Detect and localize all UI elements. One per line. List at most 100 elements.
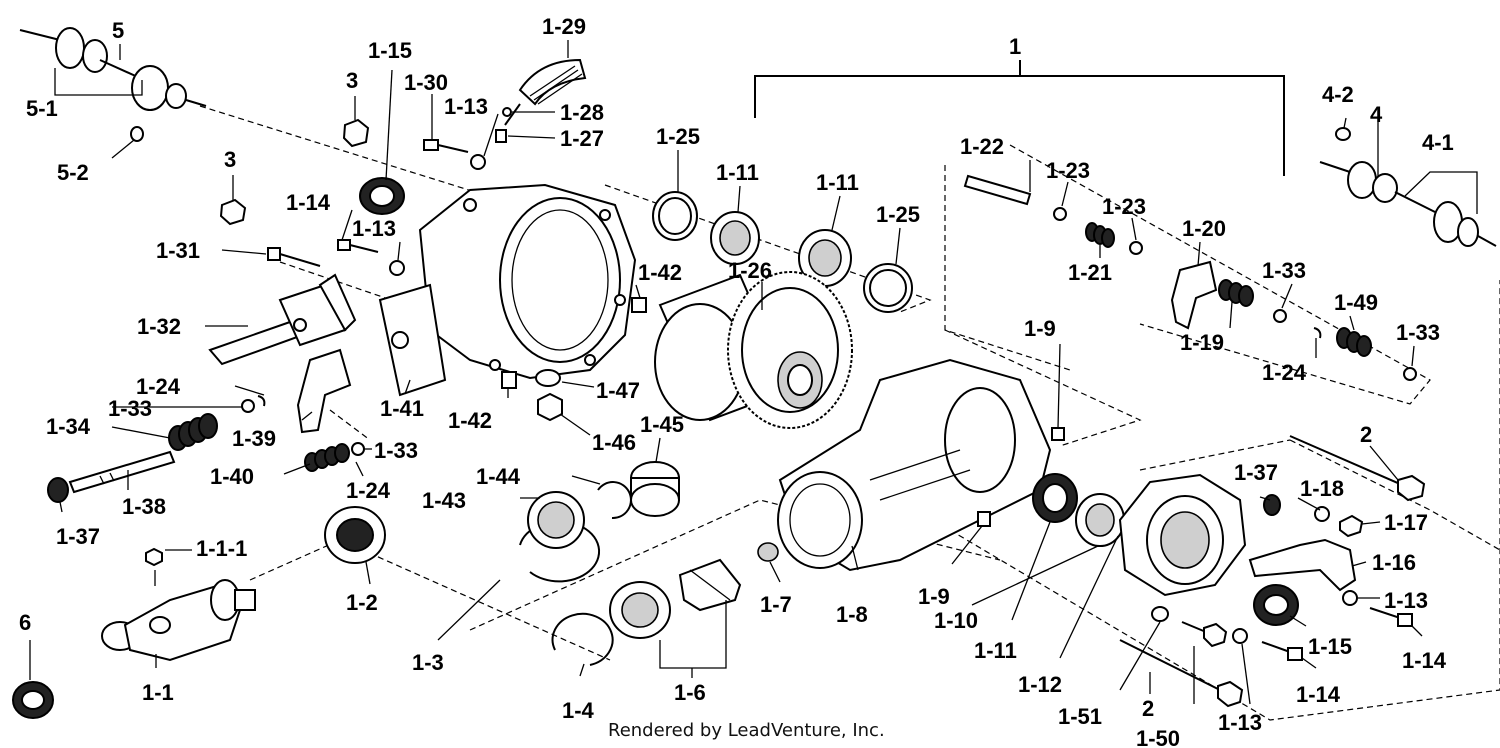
circlip-1-44 bbox=[597, 481, 632, 520]
callout-1-9-upper: 1-9 bbox=[1024, 316, 1056, 341]
callout-5-2: 5-2 bbox=[57, 160, 89, 185]
callout-1-41: 1-41 bbox=[380, 396, 424, 421]
callout-1-9-lower: 1-9 bbox=[918, 584, 950, 609]
bearing-1-6 bbox=[609, 581, 671, 639]
callout-1-51: 1-51 bbox=[1058, 704, 1102, 729]
drive-shaft-4 bbox=[1319, 161, 1497, 247]
seal-1-37-left bbox=[47, 477, 69, 503]
oil-seal-1-2 bbox=[324, 506, 386, 564]
shift-shaft-1-38 bbox=[68, 450, 176, 494]
dowel-pin-1-42-upper bbox=[631, 297, 647, 313]
oil-seal-1-15-upper bbox=[359, 177, 405, 215]
bolt-1-17 bbox=[1339, 514, 1364, 538]
washer-1-13-upper bbox=[470, 154, 486, 170]
callout-1-23-upper: 1-23 bbox=[1046, 158, 1090, 183]
callout-5-1: 5-1 bbox=[26, 96, 58, 121]
callout-1-24-right: 1-24 bbox=[1262, 360, 1307, 385]
callout-4-1: 4-1 bbox=[1422, 130, 1454, 155]
callout-1-13-left: 1-13 bbox=[352, 216, 396, 241]
callout-1-25-right: 1-25 bbox=[876, 202, 920, 227]
callout-1-19: 1-19 bbox=[1180, 330, 1224, 355]
spring-1-19 bbox=[1218, 279, 1254, 307]
bolt-1-14-lower bbox=[1261, 641, 1303, 661]
bolt-1-14-right bbox=[1369, 607, 1413, 627]
housing-cover-1-12 bbox=[1118, 473, 1247, 597]
nut-1-1-1 bbox=[145, 547, 163, 567]
callout-1-13-right: 1-13 bbox=[1384, 588, 1428, 613]
callout-1-31: 1-31 bbox=[156, 238, 200, 263]
callout-1-49: 1-49 bbox=[1334, 290, 1378, 315]
spring-1-21 bbox=[1085, 222, 1115, 248]
bearing-1-7 bbox=[757, 542, 779, 562]
shift-shaft-1-22 bbox=[963, 174, 1032, 206]
nut-3-lower bbox=[219, 198, 247, 226]
needle-bearing-1-45 bbox=[630, 461, 680, 517]
callout-1-33-right-upper: 1-33 bbox=[1262, 258, 1306, 283]
bearing-1-11-lower bbox=[1075, 493, 1125, 547]
yoke-1-1 bbox=[101, 579, 256, 662]
callout-1-39: 1-39 bbox=[232, 426, 276, 451]
callout-1-6: 1-6 bbox=[674, 680, 706, 705]
callout-1-1-1: 1-1-1 bbox=[196, 536, 247, 561]
callout-1-42-upper: 1-42 bbox=[638, 260, 682, 285]
callout-1-34: 1-34 bbox=[46, 414, 91, 439]
bolt-1-31 bbox=[267, 247, 321, 267]
bolt-1-14-upper bbox=[337, 239, 379, 253]
bolt-1-30 bbox=[423, 139, 469, 153]
callout-1-14-right: 1-14 bbox=[1402, 648, 1447, 673]
callout-1-11-left: 1-11 bbox=[716, 160, 759, 185]
washer-1-33-lower bbox=[1403, 367, 1417, 381]
callout-1-46: 1-46 bbox=[592, 430, 636, 455]
clip-1-28 bbox=[502, 107, 512, 117]
callout-1-33-mid: 1-33 bbox=[374, 438, 418, 463]
callout-1-1: 1-1 bbox=[142, 680, 174, 705]
callout-1-47: 1-47 bbox=[596, 378, 640, 403]
washer-1-51 bbox=[1151, 606, 1169, 622]
callout-1-16: 1-16 bbox=[1372, 550, 1416, 575]
callout-1-44: 1-44 bbox=[476, 464, 521, 489]
callout-1-20: 1-20 bbox=[1182, 216, 1226, 241]
callout-1-33-right-lower: 1-33 bbox=[1396, 320, 1440, 345]
bearing-1-11-right bbox=[798, 229, 852, 287]
callout-1-30: 1-30 bbox=[404, 70, 448, 95]
callout-1-32: 1-32 bbox=[137, 314, 181, 339]
breather-hose-1-29 bbox=[504, 58, 587, 126]
washer-1-13-left bbox=[389, 260, 405, 276]
callout-1-13-upper: 1-13 bbox=[444, 94, 488, 119]
callout-1-24-mid: 1-24 bbox=[346, 478, 391, 503]
callout-6: 6 bbox=[19, 610, 31, 635]
callout-1-11-lower: 1-11 bbox=[974, 638, 1017, 663]
drain-plug-1-46 bbox=[537, 392, 563, 422]
callout-1-15-upper: 1-15 bbox=[368, 38, 412, 63]
callout-1-28: 1-28 bbox=[560, 100, 604, 125]
dowel-pin-1-42-lower bbox=[501, 371, 517, 389]
circlip-1-24-left bbox=[257, 395, 266, 407]
callout-1-21: 1-21 bbox=[1068, 260, 1112, 285]
callout-1-15-lower: 1-15 bbox=[1308, 634, 1352, 659]
dowel-pin-1-9-lower bbox=[977, 511, 991, 527]
bearing-1-10 bbox=[1032, 473, 1078, 523]
nut-3-upper bbox=[342, 118, 370, 148]
callout-1-2: 1-2 bbox=[346, 590, 378, 615]
callout-1-3: 1-3 bbox=[412, 650, 444, 675]
drive-shaft-5 bbox=[19, 27, 207, 111]
spring-1-49 bbox=[1336, 327, 1372, 357]
callout-1-14-lower: 1-14 bbox=[1296, 682, 1341, 707]
callout-1-13-lower: 1-13 bbox=[1218, 710, 1262, 735]
seal-1-37-right bbox=[1263, 494, 1281, 516]
bolt-1-50 bbox=[1181, 621, 1228, 648]
dowel-pin-1-9-upper bbox=[1051, 427, 1065, 441]
callout-1-25-left: 1-25 bbox=[656, 124, 700, 149]
callout-1-26: 1-26 bbox=[728, 258, 772, 283]
bolt-2-upper bbox=[1289, 435, 1426, 502]
bearing-1-11-left bbox=[710, 211, 760, 265]
circlip-5-2 bbox=[130, 126, 144, 142]
circlip-1-4 bbox=[551, 612, 614, 666]
shift-fork-1-39 bbox=[296, 348, 352, 434]
callout-1-11-mid: 1-11 bbox=[816, 170, 859, 195]
washer-1-23-left bbox=[1053, 207, 1067, 221]
pinion-gear-1-6 bbox=[678, 558, 742, 612]
callout-1-33-left: 1-33 bbox=[108, 396, 152, 421]
callout-1-8: 1-8 bbox=[836, 602, 868, 627]
